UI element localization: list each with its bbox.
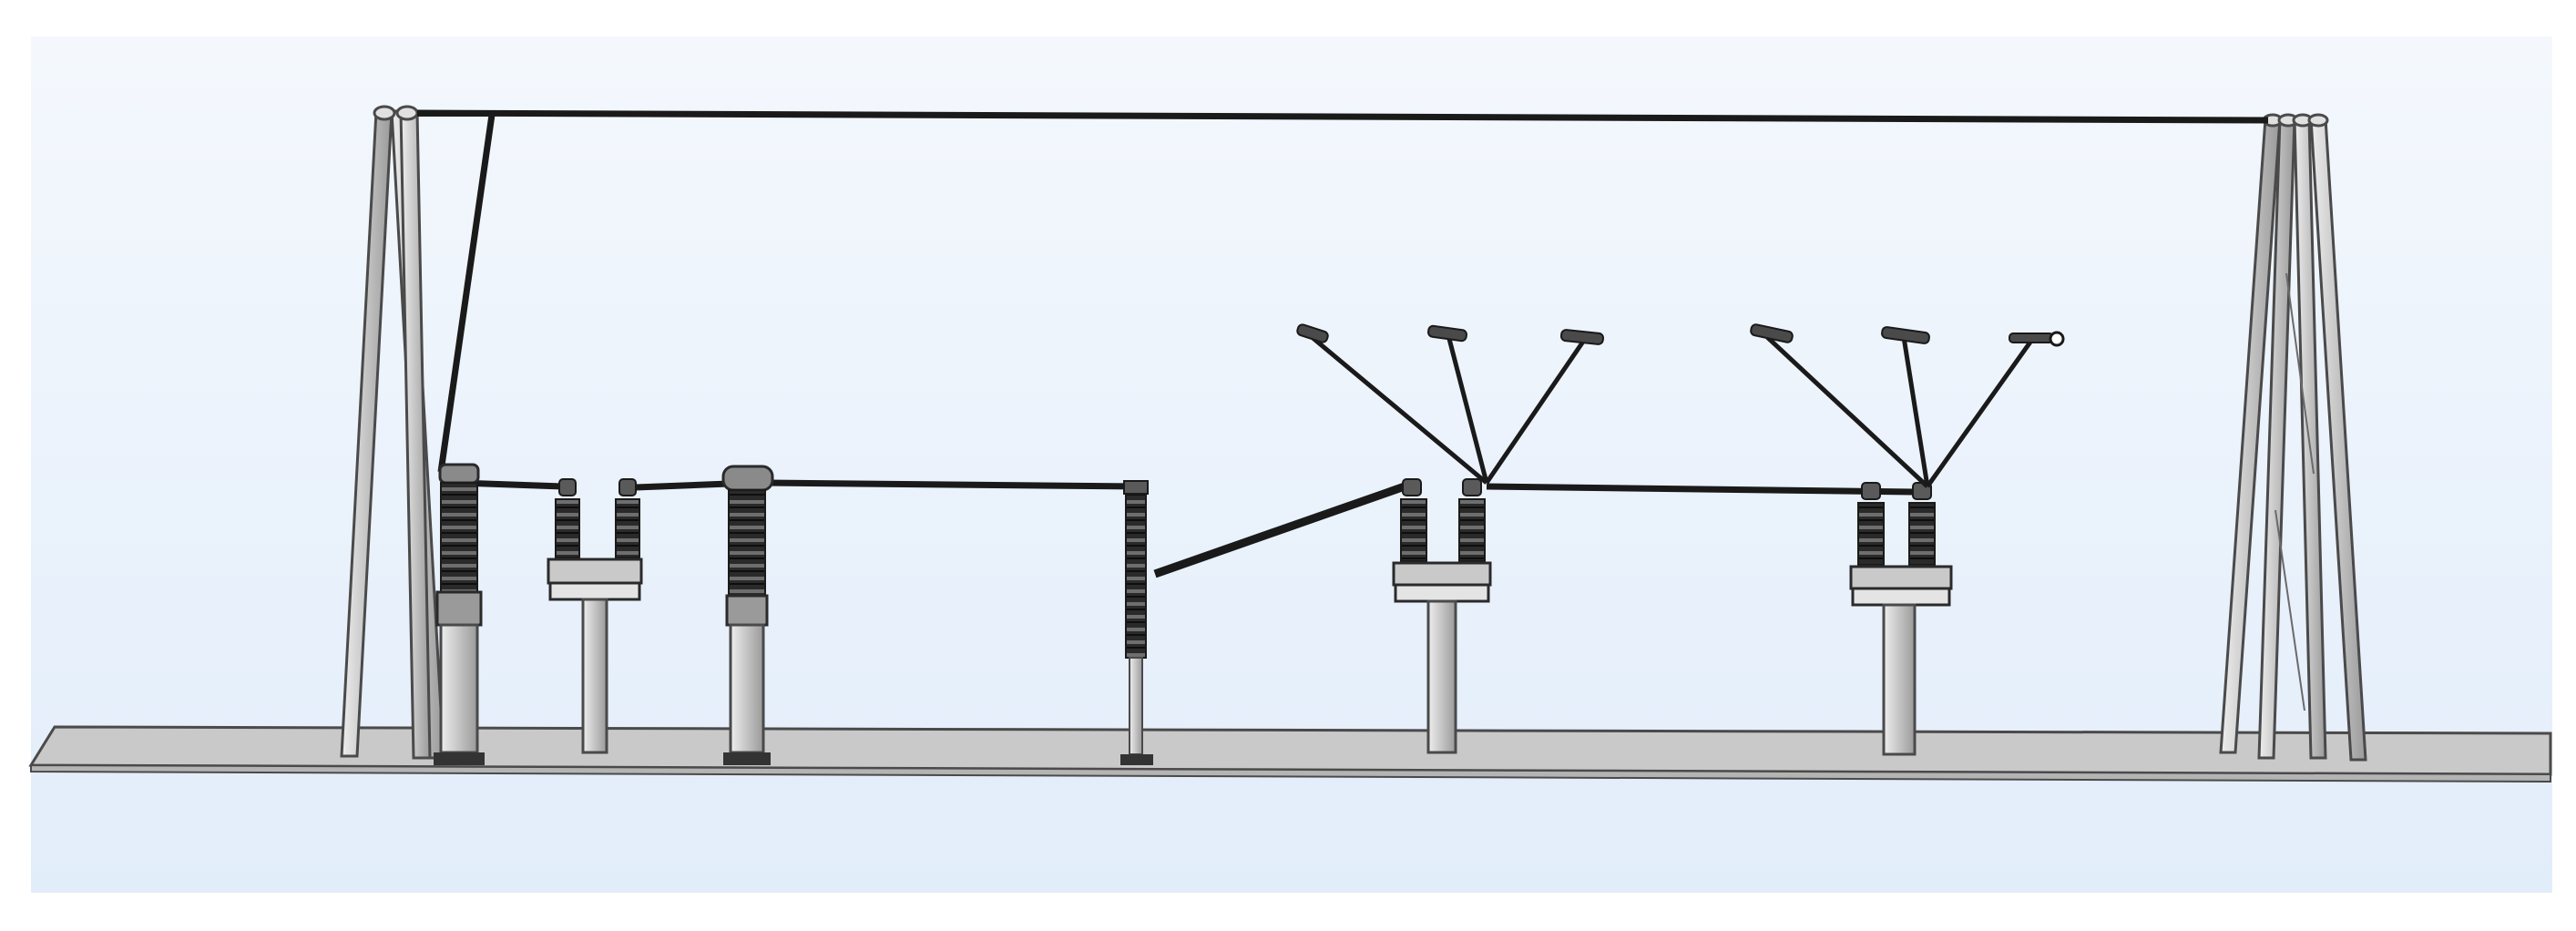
ground-slab bbox=[28, 725, 2552, 783]
right-gantry-structure bbox=[2219, 113, 2367, 762]
busbar-disconnector-2 bbox=[1849, 482, 1953, 756]
current-transformer bbox=[434, 463, 485, 765]
busbar-disconnector-1 bbox=[1392, 478, 1492, 754]
surge-arrester bbox=[1120, 480, 1153, 765]
busbar-droppers bbox=[1296, 323, 2065, 488]
line-disconnector bbox=[547, 478, 643, 754]
circuit-breaker bbox=[721, 465, 774, 765]
overhead-shield-wire bbox=[416, 109, 2269, 473]
